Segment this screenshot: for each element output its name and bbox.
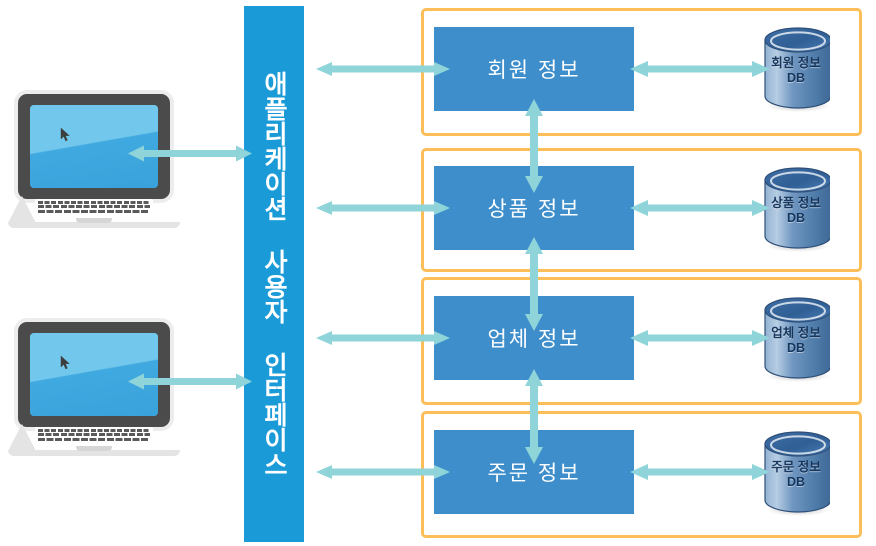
service-box-row-4[interactable]: 주문 정보 [434,430,634,514]
database-icon [764,27,830,112]
database-row-3[interactable]: 업체 정보 DB [762,296,830,382]
laptop-trackpad [76,218,112,223]
mouse-cursor-icon [60,355,70,370]
mouse-cursor-icon [60,127,70,142]
laptop-keyboard [35,427,153,443]
service-box-row-3[interactable]: 업체 정보 [434,296,634,380]
database-icon [764,297,830,382]
database-row-4[interactable]: 주문 정보 DB [762,430,830,516]
database-row-1[interactable]: 회원 정보 DB [762,26,830,112]
laptop-client-2 [8,322,180,456]
laptop-client-1 [8,94,180,228]
laptop-base-edge [8,222,180,228]
application-user-interface-label: 애플리케이션 사용자 인터페이스 [260,71,288,477]
laptop-base-body [8,424,36,451]
database-label: 주문 정보 DB [771,460,821,490]
laptop-base [8,424,180,456]
laptop-trackpad [76,446,112,451]
service-label: 상품 정보 [487,198,581,221]
service-label: 회원 정보 [487,59,581,82]
database-label: 업체 정보 DB [771,326,821,356]
database-label: 회원 정보 DB [771,56,821,86]
laptop-base-body [8,196,36,223]
laptop-keyboard [35,199,153,215]
laptop-base [8,196,180,228]
service-label: 주문 정보 [487,462,581,485]
screen-gloss [30,333,158,416]
database-icon [764,167,830,252]
laptop-lid [18,94,170,199]
database-row-2[interactable]: 상품 정보 DB [762,166,830,252]
laptop-screen [30,105,158,188]
database-label: 상품 정보 DB [771,196,821,226]
service-box-row-1[interactable]: 회원 정보 [434,27,634,111]
database-icon [764,431,830,516]
laptop-screen [30,333,158,416]
application-user-interface-bar: 애플리케이션 사용자 인터페이스 [244,6,304,542]
service-box-row-2[interactable]: 상품 정보 [434,166,634,250]
laptop-lid [18,322,170,427]
laptop-base-edge [8,450,180,456]
screen-gloss [30,105,158,188]
service-label: 업체 정보 [487,328,581,351]
